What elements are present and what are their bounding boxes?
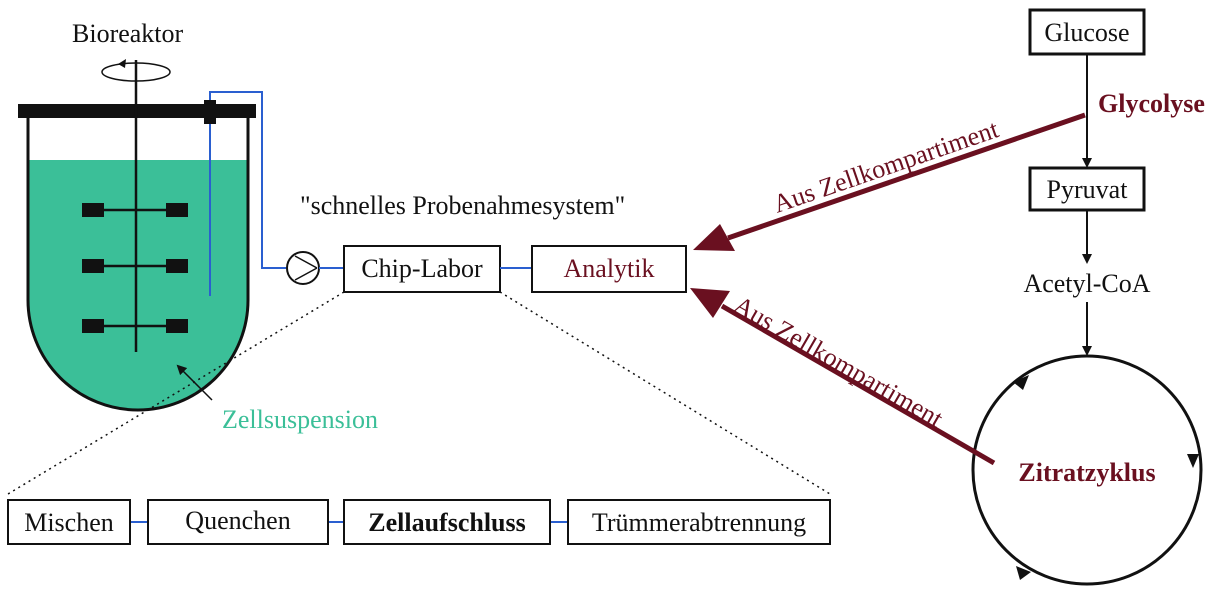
step-box-debris-removal (567, 499, 831, 545)
cycle-arrowhead-icon (1016, 566, 1031, 580)
acetyl-coa-label: Acetyl-CoA (1023, 269, 1150, 298)
upper-arrowhead-icon (693, 224, 735, 251)
pyruvate-box (1028, 166, 1146, 212)
analytics-box (531, 245, 687, 293)
bioreactor-title: Bioreaktor (72, 19, 184, 48)
glucose-box (1028, 8, 1146, 56)
suspension-pointer-arrow (176, 364, 213, 401)
analytics-label: Analytik (564, 254, 655, 283)
lower-arrow-shaft (720, 303, 996, 466)
lower-arrow-label: Aus Zellkompartiment (729, 290, 949, 434)
vessel-wall (26, 118, 250, 412)
citrate-cycle-circle (971, 354, 1203, 586)
pyruvate-label: Pyruvat (1047, 175, 1129, 204)
upper-arrow-shaft (727, 112, 1086, 241)
step-box-quenching (147, 499, 329, 545)
step-box-cell-disruption (343, 499, 551, 545)
step-debris-removal-label: Trümmerabtrennung (592, 508, 806, 537)
step-cell-disruption-label: Zellaufschluss (368, 508, 526, 537)
upper-arrow-label: Aus Zellkompartiment (770, 114, 1003, 219)
tube-port (204, 100, 216, 124)
cell-suspension-liquid (28, 160, 248, 410)
chip-steps: Mischen Quenchen Zellaufschluss Trümmera… (7, 499, 831, 545)
sampling-tube (209, 91, 286, 296)
cycle-arrowhead-icon (1187, 454, 1199, 468)
glycolysis-label: Glycolyse (1098, 89, 1205, 118)
suspension-label: Zellsuspension (222, 405, 378, 434)
glucose-label: Glucose (1044, 18, 1129, 47)
cycle-label-background (1000, 452, 1174, 492)
step-mixing-label: Mischen (24, 508, 114, 537)
sampling-title: "schnelles Probenahmesystem" (300, 191, 625, 220)
cycle-arrowhead-icon (1013, 375, 1029, 390)
chip-lab-label: Chip-Labor (361, 254, 483, 283)
pump-icon (286, 251, 320, 285)
citrate-cycle-label: Zitratzyklus (1018, 458, 1155, 487)
metabolic-pathway: Glucose Glycolyse Pyruvat Acetyl-CoA Zit… (971, 8, 1205, 586)
impeller-blades (82, 203, 188, 333)
step-quenching-label: Quenchen (185, 506, 290, 535)
sampling-system: "schnelles Probenahmesystem" Chip-Labor … (7, 191, 831, 495)
lower-arrowhead-icon (690, 288, 730, 318)
rotation-arrowhead-icon (118, 59, 126, 68)
bioreactor: Bioreaktor Zellsuspension (18, 19, 378, 434)
step-box-mixing (7, 499, 131, 545)
zoom-line-right (499, 291, 831, 495)
